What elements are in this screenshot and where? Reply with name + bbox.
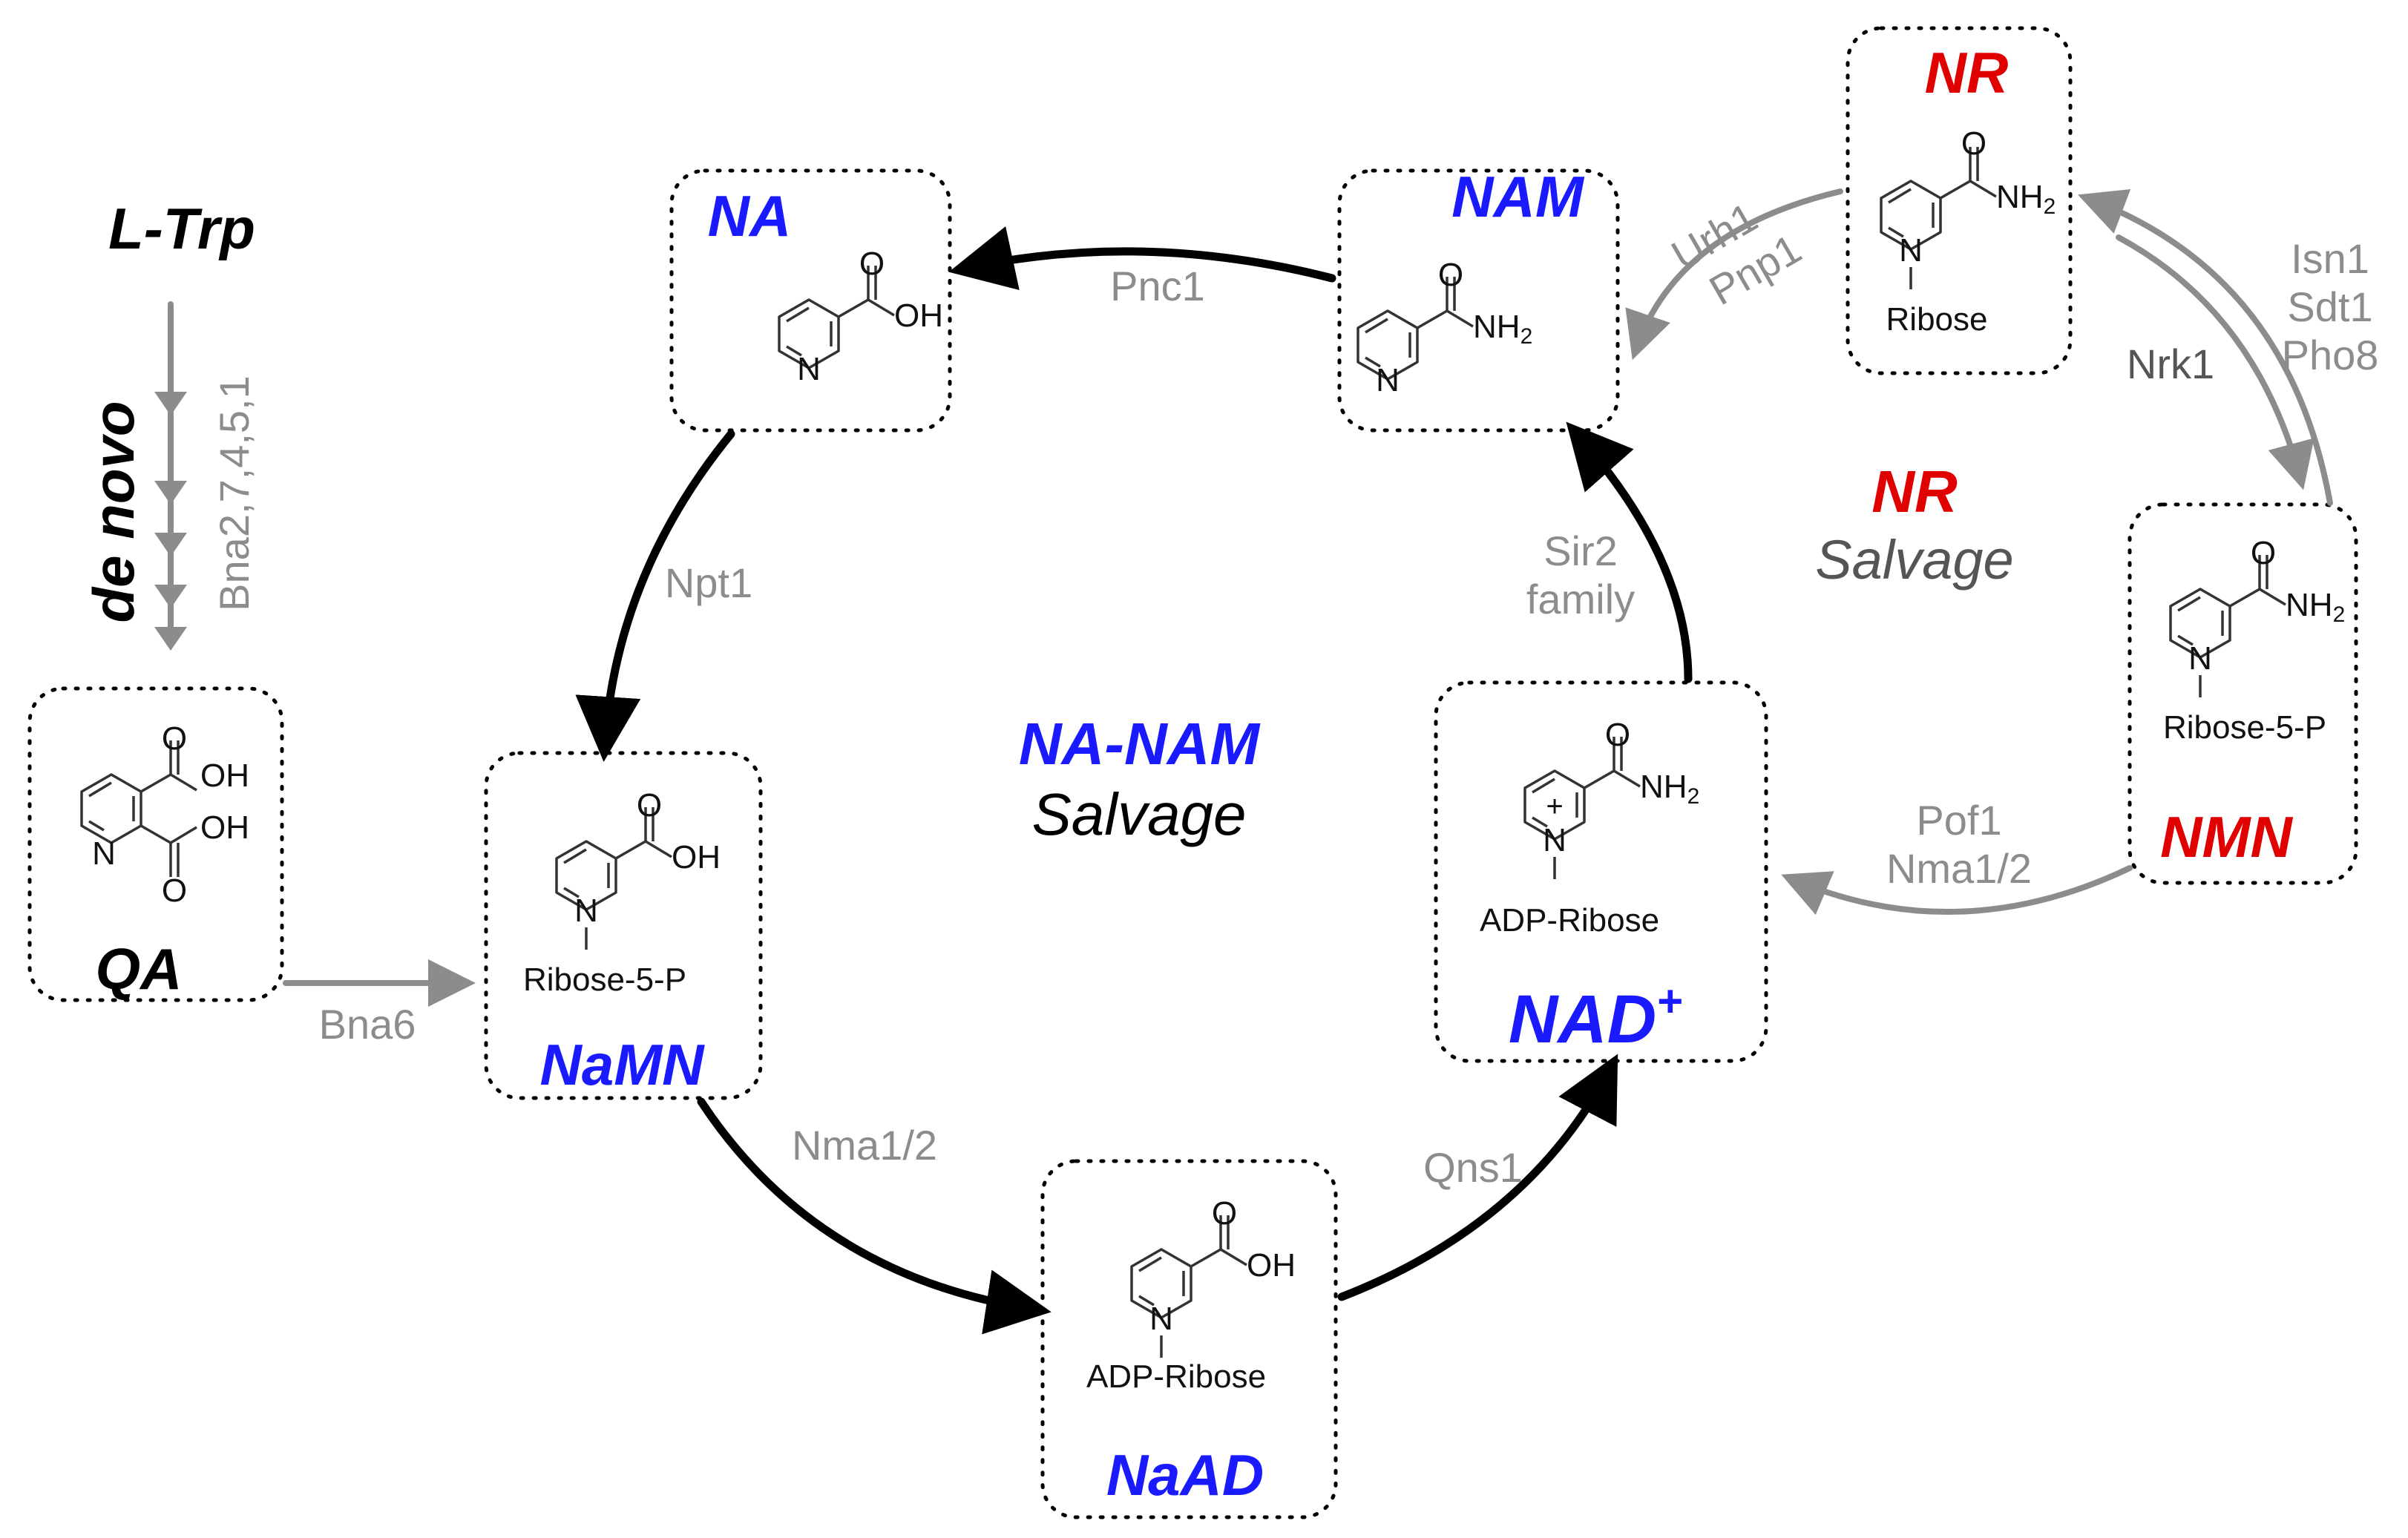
box-nad [1434,680,1768,1063]
enzyme-pof1: Pof1 [1916,797,2001,844]
title-nmn: NMN [2160,804,2293,870]
arrow-nam-to-na [948,226,1336,291]
na-o: O [859,246,885,282]
label-nr-salvage-nr: NR [1871,459,1958,525]
qa-oh-bottom: OH [200,809,249,846]
naad-o: O [1212,1195,1237,1232]
arrow-nad-to-nam [1566,421,1693,683]
qa-o-bottom: O [162,872,187,909]
nam-o: O [1438,257,1463,293]
box-nam [1337,168,1620,433]
label-na-nam-salvage: Salvage [1031,781,1246,847]
nam-n: N [1376,362,1400,398]
enzyme-bna-de-novo: Bna2,7,4,5,1 [211,375,257,611]
nmn-ribose5p: Ribose-5-P [2163,709,2326,746]
qa-oh-top: OH [200,758,249,794]
box-nr [1846,26,2073,375]
enzyme-isn1: Isn1 [2291,235,2369,282]
arrow-namn-to-naad [697,1097,1052,1335]
box-qa [27,686,284,1002]
enzyme-sir2: Sir2 [1543,528,1618,574]
structure-naad [1130,1215,1247,1358]
de-novo-arrowhead-1 [154,392,187,415]
nmn-nh2: NH2 [2286,587,2345,627]
arrow-nmn-to-nad [1781,865,2133,916]
nad-plus: + [1546,790,1563,823]
namn-n: N [574,893,598,929]
nr-o: O [1961,125,1987,162]
box-na [669,168,952,433]
nad-n: N [1543,822,1566,858]
title-na: NA [708,183,792,249]
enzyme-sdt1: Sdt1 [2287,283,2372,330]
title-l-trp: L-Trp [108,196,255,261]
title-nr: NR [1925,40,2009,105]
enzyme-nrk1: Nrk1 [2127,341,2214,387]
namn-o: O [637,787,662,824]
nad-adp-ribose: ADP-Ribose [1480,902,1659,939]
nr-ribose: Ribose [1886,301,1988,338]
na-oh: OH [894,298,943,334]
structure-qa [80,740,197,877]
structure-na [778,266,895,369]
title-nam: NAM [1451,164,1585,229]
enzyme-bna6: Bna6 [319,1001,416,1048]
nad-nh2: NH2 [1640,769,1699,809]
qa-o-top: O [162,720,187,757]
structure-nad [1523,737,1641,879]
box-naad [1040,1159,1338,1519]
enzyme-qns1: Qns1 [1423,1144,1523,1191]
de-novo-arrowhead-5 [154,627,187,651]
de-novo-arrowhead-3 [154,533,187,556]
title-namn: NaMN [539,1032,705,1097]
nr-n: N [1899,232,1923,269]
arrow-nmn-to-nr [2078,189,2333,506]
structure-nam [1356,277,1474,381]
qa-n: N [92,835,116,872]
arrow-naad-to-nad [1337,1054,1618,1301]
title-nad: NAD+ [1509,976,1682,1057]
namn-oh: OH [672,839,721,875]
structure-nmn [2169,555,2286,697]
enzyme-sir2-family: family [1526,576,1635,622]
arrow-na-to-namn [575,430,735,762]
naad-oh: OH [1247,1247,1296,1284]
structure-nr [1880,147,1997,289]
de-novo-arrowhead-2 [154,481,187,505]
nr-nh2: NH2 [1996,179,2056,219]
enzyme-pnc1: Pnc1 [1110,263,1205,309]
de-novo-arrowhead-4 [154,585,187,608]
enzyme-npt1: Npt1 [665,559,752,606]
arrow-nr-to-nmn [2116,234,2314,490]
label-nr-salvage: Salvage [1815,529,2013,591]
nmn-n: N [2188,640,2212,677]
structure-namn [555,807,672,950]
title-qa: QA [96,936,183,1002]
enzyme-nma-nmn: Nma1/2 [1886,845,2032,892]
nad-o: O [1605,717,1630,753]
title-de-novo: de novo [81,401,146,622]
na-n: N [797,351,821,387]
naad-n: N [1149,1301,1173,1337]
enzyme-pho8: Pho8 [2282,332,2379,378]
nmn-o: O [2251,535,2276,571]
naad-adp-ribose: ADP-Ribose [1086,1358,1266,1395]
title-naad: NaAD [1106,1442,1264,1508]
namn-ribose5p: Ribose-5-P [523,962,686,998]
enzyme-nma-namn: Nma1/2 [792,1122,937,1169]
box-nmn [2127,502,2358,885]
nam-nh2: NH2 [1473,309,1532,349]
label-na-nam: NA-NAM [1019,711,1262,777]
arrow-nr-to-nam [1625,188,1843,361]
